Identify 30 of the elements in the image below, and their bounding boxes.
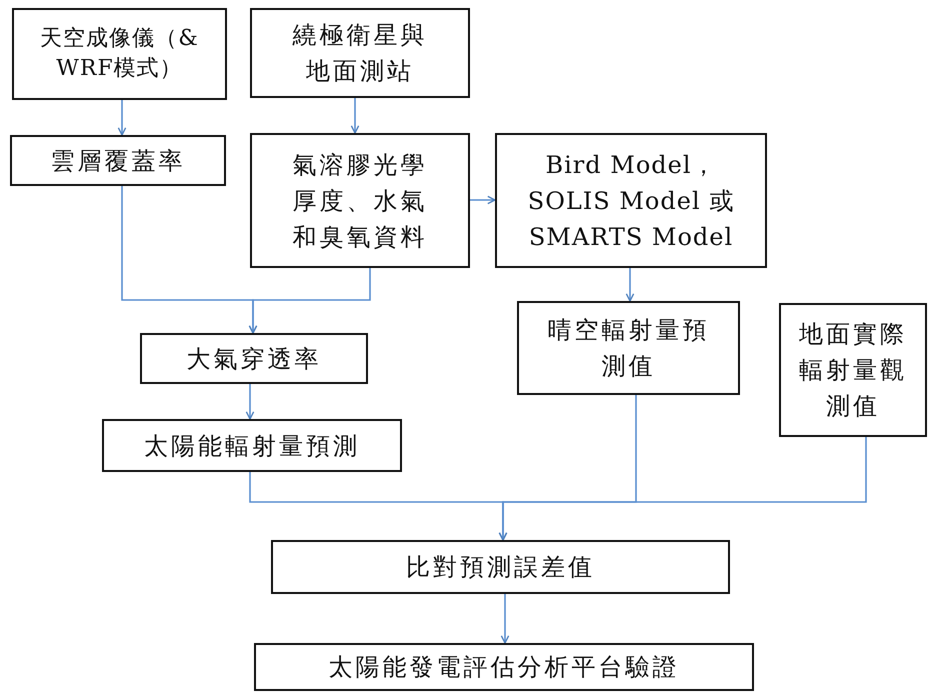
arrow — [118, 100, 126, 136]
process-box — [779, 303, 927, 437]
box-label: Bird Model，SOLIS Model 或 SMARTS Model — [526, 150, 736, 252]
box-label: 雲層覆蓋率 — [50, 146, 186, 176]
box-label: 繞極衛星與地面測站 — [292, 20, 428, 87]
box-label: 晴空輻射量預測值 — [546, 315, 710, 382]
box-label: 氣溶膠光學厚度、水氣和臭氧資料 — [292, 150, 428, 252]
process-box — [250, 8, 470, 98]
arrow — [626, 268, 634, 302]
process-box — [102, 419, 402, 472]
box-label: 大氣穿透率 — [186, 344, 322, 374]
box-label: 天空成像儀（& WRF模式） — [39, 25, 200, 83]
process-box — [12, 8, 227, 100]
box-label: 比對預測誤差值 — [405, 552, 596, 583]
arrow — [470, 196, 496, 204]
process-box — [254, 643, 754, 691]
process-box — [517, 301, 740, 395]
process-box — [140, 333, 368, 384]
arrow — [350, 98, 360, 134]
process-box — [495, 133, 767, 268]
arrow — [248, 268, 371, 334]
process-box — [10, 135, 226, 186]
arrow — [246, 384, 254, 420]
box-label: 太陽能輻射量預測 — [143, 430, 361, 462]
process-box — [250, 133, 470, 268]
arrow — [498, 437, 867, 541]
process-box — [271, 540, 730, 594]
arrow — [500, 594, 510, 644]
box-label: 地面實際輻射量觀測值 — [798, 319, 908, 422]
box-label: 太陽能發電評估分析平台驗證 — [328, 652, 680, 683]
